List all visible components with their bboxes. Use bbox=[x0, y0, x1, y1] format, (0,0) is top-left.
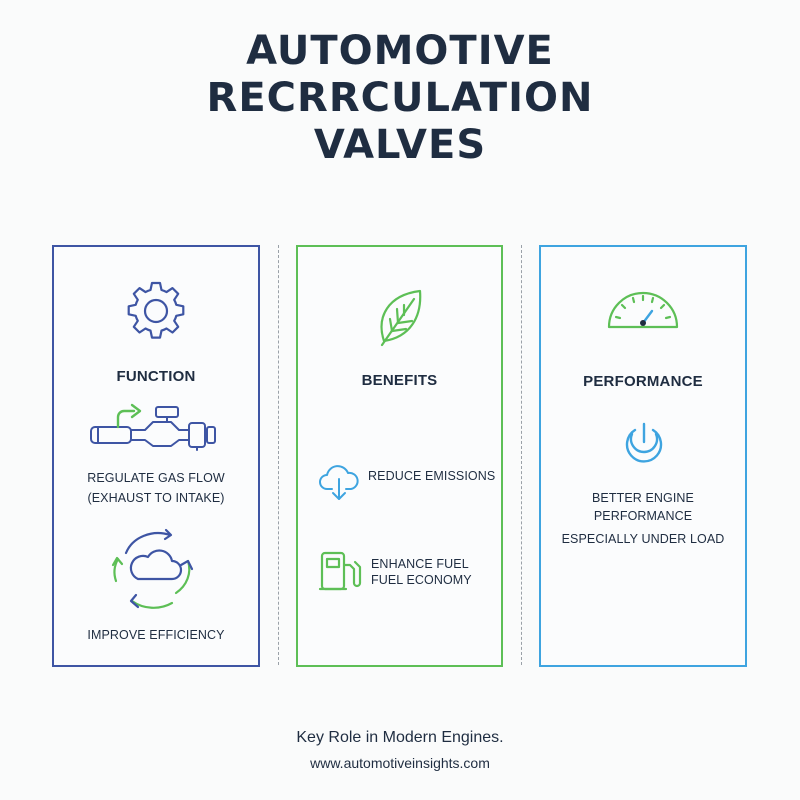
function-panel: FUNCTION REGULATE GAS FLOW (EXHAUST TO I… bbox=[52, 245, 260, 667]
performance-panel: PERFORMANCE BETTER ENGINE PERFORMANCE ES… bbox=[539, 245, 747, 667]
divider-left bbox=[278, 245, 279, 665]
benefits-item-2-line-1: ENHANCE FUEL bbox=[371, 557, 469, 571]
title-line-1: AUTOMOTIVE bbox=[246, 28, 554, 74]
page-title: AUTOMOTIVE RECRRCULATION VALVES bbox=[0, 28, 800, 169]
valve-pipe-icon bbox=[90, 403, 216, 451]
recycle-cloud-icon bbox=[111, 528, 194, 609]
footer-tagline: Key Role in Modern Engines. bbox=[296, 729, 504, 746]
function-line-2: (EXHAUST TO INTAKE) bbox=[87, 491, 225, 505]
fuel-pump-icon bbox=[318, 551, 362, 591]
function-line-3: IMPROVE EFFICIENCY bbox=[87, 628, 225, 642]
power-icon bbox=[625, 422, 663, 463]
function-line-1: REGULATE GAS FLOW bbox=[87, 471, 225, 485]
performance-heading: PERFORMANCE bbox=[583, 373, 703, 390]
divider-right bbox=[521, 245, 522, 665]
footer-url[interactable]: www.automotiveinsights.com bbox=[310, 755, 490, 771]
performance-line-2: PERFORMANCE bbox=[593, 509, 693, 523]
benefits-item-2-line-2: FUEL ECONOMY bbox=[371, 573, 472, 587]
benefits-item-1: REDUCE EMISSIONS bbox=[368, 469, 496, 483]
title-line-3: VALVES bbox=[313, 122, 487, 168]
leaf-icon bbox=[380, 289, 422, 347]
title-line-2: RECRRCULATION bbox=[206, 75, 594, 121]
performance-line-3: ESPECIALLY UNDER LOAD bbox=[561, 532, 725, 546]
benefits-heading: BENEFITS bbox=[361, 372, 438, 389]
gear-icon bbox=[127, 281, 185, 339]
speedometer-icon bbox=[607, 291, 679, 329]
cloud-download-icon bbox=[319, 465, 359, 500]
performance-line-1: BETTER ENGINE bbox=[591, 491, 694, 505]
function-heading: FUNCTION bbox=[116, 368, 196, 385]
benefits-panel: BENEFITS REDUCE EMISSIONS ENHANCE FUEL F… bbox=[296, 245, 503, 667]
